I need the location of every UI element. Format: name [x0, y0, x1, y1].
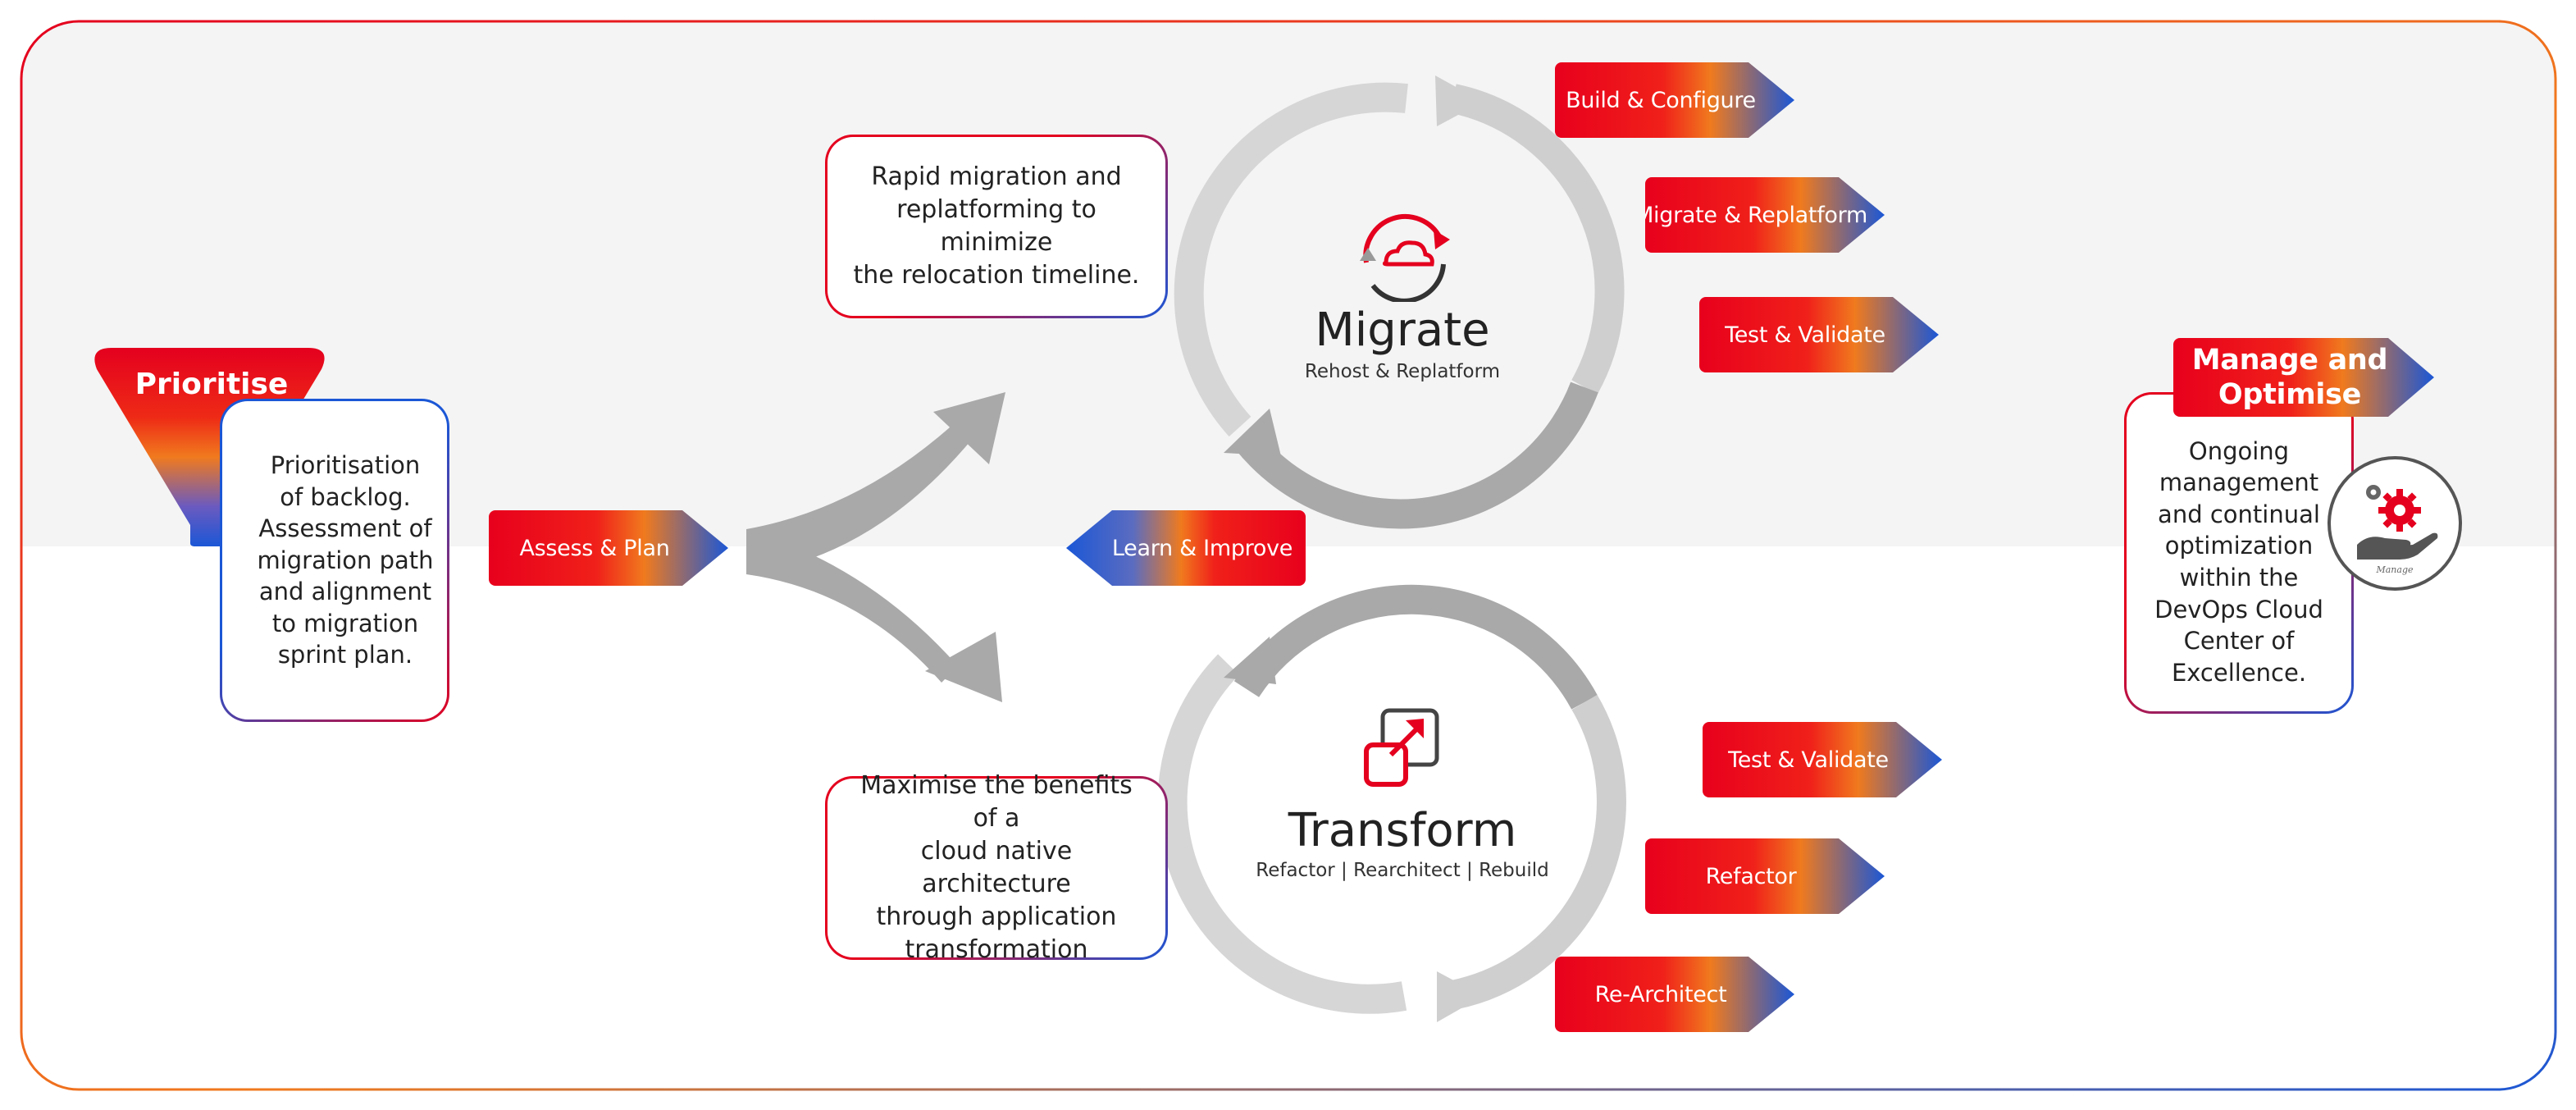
migrate-step-label: Migrate & Replatform — [1635, 202, 1867, 228]
migrate-description-box: Rapid migration and replatforming to min… — [825, 135, 1168, 318]
transform-step-label: Refactor — [1705, 863, 1797, 889]
manage-title: Manage and Optimise — [2191, 344, 2388, 411]
manage-title-tag: Manage and Optimise — [2173, 338, 2434, 417]
prioritise-description: Prioritisation of backlog. Assessment of… — [257, 451, 434, 669]
transform-step-label: Re-Architect — [1594, 981, 1727, 1007]
transform-step-label: Test & Validate — [1728, 747, 1889, 773]
learn-improve-label: Learn & Improve — [1111, 535, 1293, 561]
migrate-title: Migrate — [1315, 304, 1490, 357]
transform-cycle-arc-right — [1444, 694, 1626, 1011]
migrate-step-test-validate: Test & Validate — [1699, 297, 1939, 372]
migrate-cloud-icon — [1360, 213, 1450, 302]
transform-description-box: Maximise the benefits of a cloud native … — [825, 771, 1168, 964]
transform-arrowhead-left — [1224, 637, 1276, 684]
migrate-arrowhead-top — [1435, 75, 1483, 126]
prioritise-description-box: Prioritisation of backlog. Assessment of… — [220, 399, 449, 722]
manage-description: Ongoing management and continual optimiz… — [2154, 436, 2323, 687]
transform-arrowhead-bottom — [1437, 971, 1483, 1022]
assess-plan-label: Assess & Plan — [519, 535, 670, 561]
transform-cycle-arc-dark — [1233, 584, 1598, 710]
migrate-arrowhead-left — [1224, 409, 1281, 456]
assess-plan-tag: Assess & Plan — [489, 510, 728, 586]
learn-improve-tag: Learn & Improve — [1066, 510, 1306, 586]
prioritise-funnel — [94, 348, 325, 546]
transform-step-refactor: Refactor — [1645, 838, 1885, 914]
transform-step-test-validate: Test & Validate — [1703, 722, 1942, 797]
transform-cycle-arc-left — [1157, 654, 1407, 1014]
migrate-cycle-arc-dark — [1234, 381, 1598, 529]
branch-arrows — [746, 392, 1005, 702]
transform-title: Transform — [1288, 804, 1517, 857]
migrate-description: Rapid migration and replatforming to min… — [853, 162, 1140, 290]
migrate-cycle-arc-left — [1174, 82, 1408, 437]
transform-scale-icon — [1364, 708, 1439, 787]
transform-step-re-architect: Re-Architect — [1555, 957, 1794, 1032]
migrate-cycle-arc-light — [1450, 84, 1625, 395]
migrate-step-label: Build & Configure — [1566, 87, 1756, 113]
manage-icon-circle: Manage — [2328, 456, 2462, 591]
manage-description-box: Ongoing management and continual optimiz… — [2124, 392, 2354, 714]
migrate-step-migrate-replatform: Migrate & Replatform — [1645, 177, 1885, 253]
migrate-step-build-configure: Build & Configure — [1555, 62, 1794, 138]
transform-description: Maximise the benefits of a cloud native … — [860, 771, 1133, 964]
migrate-subtitle: Rehost & Replatform — [1304, 361, 1501, 382]
gear-hand-icon — [2357, 485, 2438, 560]
migrate-step-label: Test & Validate — [1725, 322, 1885, 348]
manage-icon-label: Manage — [2376, 564, 2414, 575]
transform-subtitle: Refactor | Rearchitect | Rebuild — [1256, 860, 1549, 881]
prioritise-title: Prioritise — [134, 368, 289, 401]
